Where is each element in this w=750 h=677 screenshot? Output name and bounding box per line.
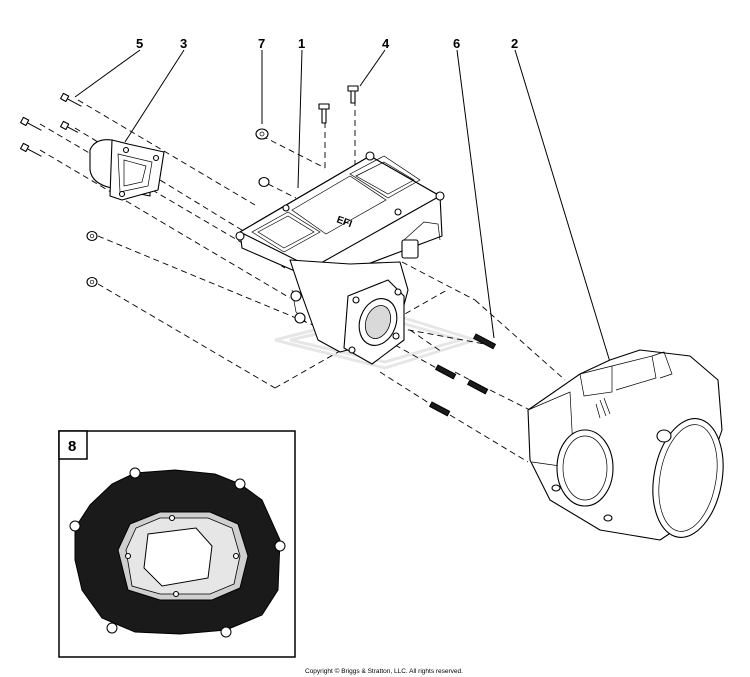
screws-item-4 <box>318 85 359 124</box>
callout-2: 2 <box>511 36 518 51</box>
callout-6: 6 <box>453 36 460 51</box>
copyright-notice: Copyright © Briggs & Stratton, LLC. All … <box>305 667 463 675</box>
screws-item-5 <box>20 92 82 157</box>
callout-numbers: 5 3 7 1 4 6 2 <box>136 36 518 51</box>
inset-label-8: 8 <box>68 438 76 455</box>
nuts-item-7 <box>86 128 270 288</box>
callout-4: 4 <box>382 36 390 51</box>
callout-5: 5 <box>136 36 143 51</box>
throttle-body-item-1: EFI <box>235 151 445 365</box>
callout-1: 1 <box>298 36 305 51</box>
callout-leaders <box>74 49 611 363</box>
callout-3: 3 <box>180 36 187 51</box>
adapter-item-3 <box>89 139 165 201</box>
studs-item-6 <box>428 333 497 417</box>
inset-gasket-item-8: 8 <box>58 430 296 658</box>
intake-elbow-item-2 <box>527 349 724 541</box>
callout-7: 7 <box>258 36 265 51</box>
svg-text:EFI: EFI <box>335 214 354 230</box>
